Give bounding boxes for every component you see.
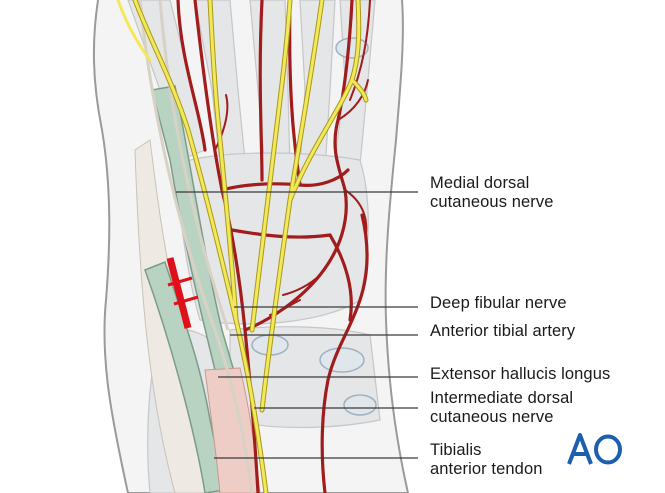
nerve-branch-upper-left	[116, 0, 152, 62]
ao-logo-icon	[567, 433, 622, 465]
label-intermediate-dorsal-cutaneous-nerve: Intermediate dorsal cutaneous nerve	[430, 389, 573, 427]
label-anterior-tibial-artery: Anterior tibial artery	[430, 322, 575, 341]
label-line: Tibialis	[430, 441, 482, 459]
label-line: Anterior tibial artery	[430, 322, 576, 340]
extensor-tendons	[138, 0, 254, 493]
nerves	[116, 0, 369, 493]
label-extensor-hallucis-longus: Extensor hallucis longus	[430, 365, 610, 384]
label-line: Medial dorsal	[430, 174, 530, 192]
label-medial-dorsal-cutaneous-nerve: Medial dorsal cutaneous nerve	[430, 174, 554, 212]
label-line: cutaneous nerve	[430, 408, 554, 426]
label-tibialis-anterior-tendon: Tibialis anterior tendon	[430, 441, 543, 479]
label-line: Intermediate dorsal	[430, 389, 574, 407]
label-line: Deep fibular nerve	[430, 294, 567, 312]
leader-lines	[176, 191, 418, 459]
label-line: Extensor hallucis longus	[430, 365, 611, 383]
label-line: cutaneous nerve	[430, 193, 554, 211]
label-line: anterior tendon	[430, 460, 543, 478]
label-deep-fibular-nerve: Deep fibular nerve	[430, 294, 567, 313]
incision-marking	[166, 257, 199, 329]
